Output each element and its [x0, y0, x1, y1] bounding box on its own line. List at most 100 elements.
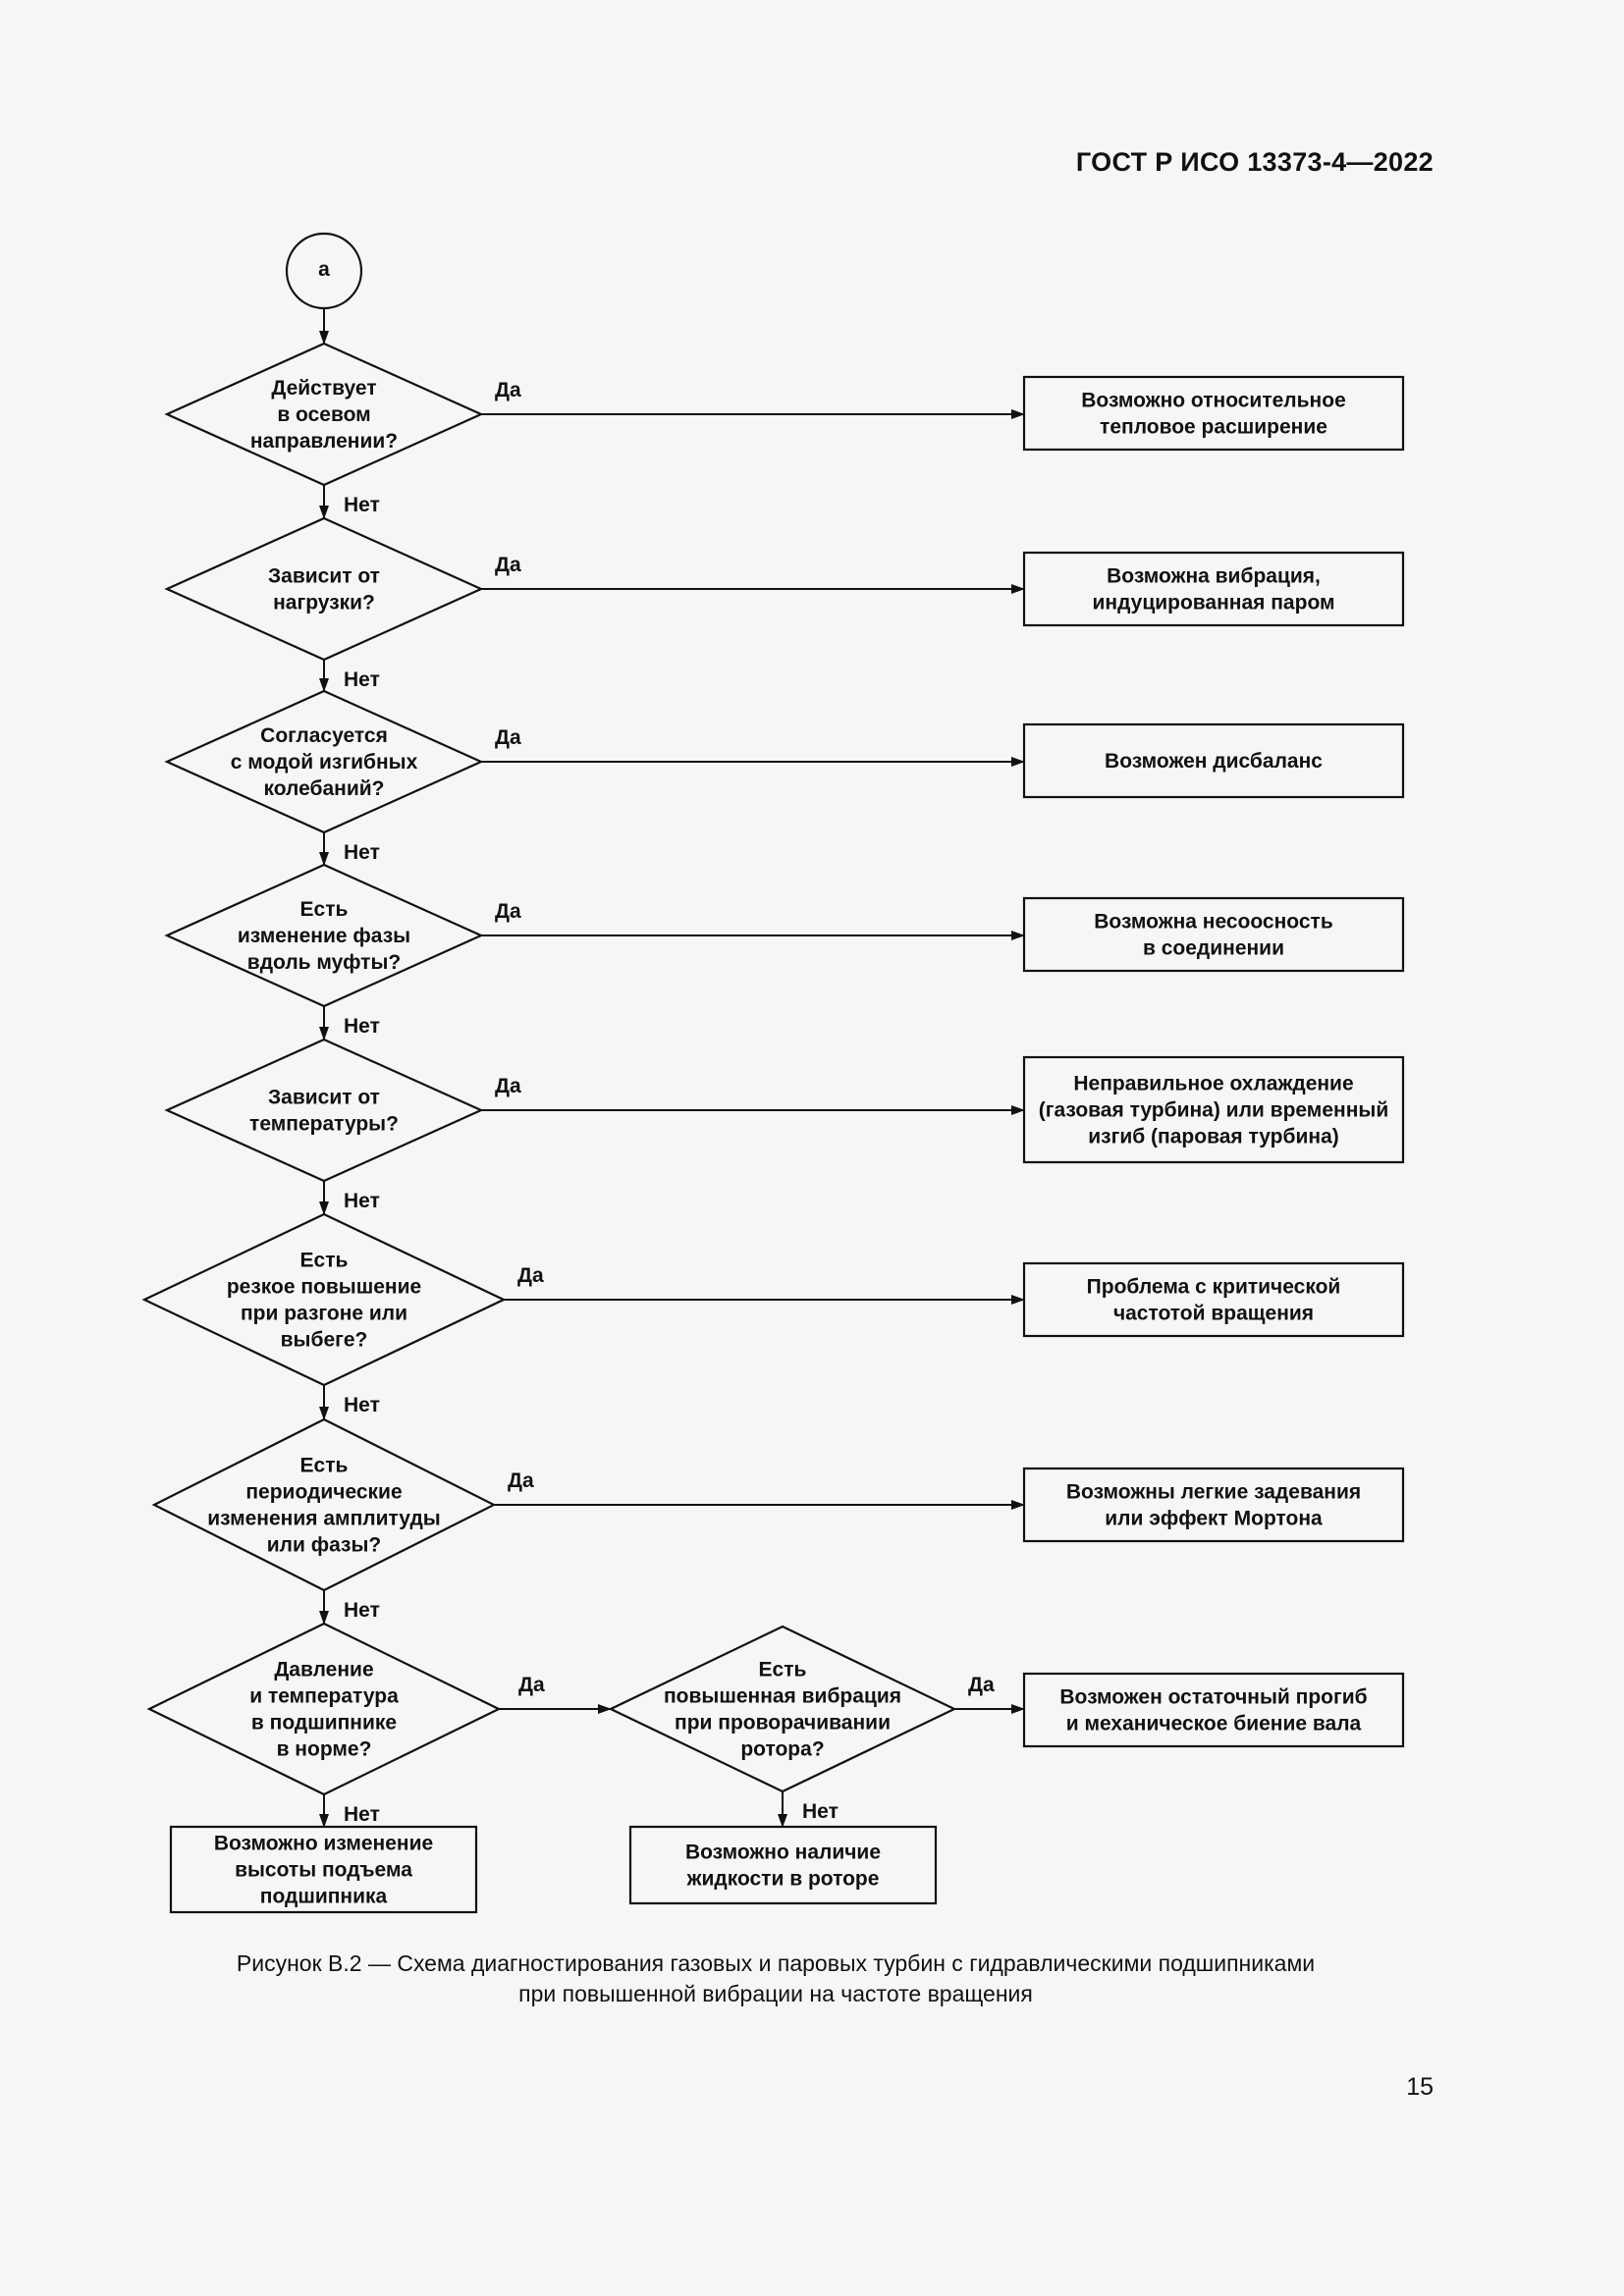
outcome-text-r2: Возможна вибрация, индуцированная паром	[1092, 565, 1334, 614]
decision-q8	[146, 1622, 502, 1796]
decision-text-q1-line: Действует	[271, 377, 376, 400]
decision-text-q8-line: Давление	[274, 1659, 373, 1682]
decision-text-q5: Зависит от температуры?	[249, 1087, 399, 1136]
decision-q3	[164, 689, 484, 834]
decision-q1	[164, 342, 484, 487]
decision-q7	[151, 1417, 497, 1592]
outcome-text-r4-line: Возможна несоосность	[1094, 911, 1333, 934]
outcome-text-r10-line: Возможно наличие	[685, 1842, 881, 1864]
outcome-box-r8	[1022, 1672, 1405, 1748]
decision-q5	[164, 1038, 484, 1183]
decision-text-q8: Давление и температура в подшипнике в норме…	[249, 1659, 399, 1761]
connector-circle	[285, 232, 363, 310]
outcome-box-r2	[1022, 551, 1405, 627]
decision-text-q8-line: в норме?	[277, 1738, 372, 1761]
decision-text-q3-line: колебаний?	[264, 777, 385, 800]
connector-label-line: a	[318, 258, 330, 281]
caption-line-1: Рисунок В.2 — Схема диагностирования газ…	[236, 1950, 1316, 1976]
edge-q1-q2-label: Нет	[344, 494, 380, 516]
decision-q2	[164, 516, 484, 662]
decision-q4	[164, 863, 484, 1008]
decision-text-q1-line: в осевом	[277, 403, 370, 426]
outcome-box-r10	[628, 1825, 938, 1905]
outcome-text-r6-line: Проблема с критической	[1087, 1276, 1341, 1299]
decision-text-q8-line: и температура	[249, 1685, 399, 1708]
decision-text-q4-line: Есть	[300, 898, 349, 921]
edge-q2-r2-label: Да	[495, 554, 521, 576]
edge-q6-r6-label: Да	[517, 1264, 544, 1287]
decision-text-q2-line: Зависит от	[268, 565, 380, 588]
decision-text-q3-line: с модой изгибных	[231, 751, 418, 774]
decision-text-q7-line: Есть	[300, 1455, 349, 1477]
edge-q2-q3-label: Нет	[344, 668, 380, 691]
outcome-text-r5-line: (газовая турбина) или временный	[1039, 1099, 1389, 1122]
edge-q6-q7-label: Нет	[344, 1394, 380, 1416]
outcome-text-r5-line: изгиб (паровая турбина)	[1088, 1126, 1339, 1148]
edge-q9-r8-label: Да	[968, 1674, 995, 1696]
decision-text-q2-line: нагрузки?	[273, 592, 375, 614]
decision-text-q4-line: изменение фазы	[238, 925, 410, 947]
outcome-text-r1-line: тепловое расширение	[1100, 416, 1327, 439]
decision-text-q5-line: Зависит от	[268, 1087, 380, 1109]
outcome-box-r6	[1022, 1261, 1405, 1338]
outcome-box-r1	[1022, 375, 1405, 452]
decision-text-q5-line: температуры?	[249, 1113, 399, 1136]
page-number: 15	[1406, 2073, 1434, 2101]
outcome-text-r7-line: Возможны легкие задевания	[1066, 1481, 1361, 1504]
decision-text-q6-line: при разгоне или	[241, 1303, 407, 1325]
decision-text-q9: Есть повышенная вибрация при проворачивани…	[664, 1659, 901, 1761]
figure-caption: Рисунок В.2 — Схема диагностирования газ…	[137, 1949, 1414, 2009]
decision-text-q7-line: изменения амплитуды	[207, 1508, 440, 1530]
outcome-text-r4: Возможна несоосность в соединении	[1094, 911, 1333, 960]
outcome-text-r4-line: в соединении	[1143, 937, 1284, 960]
outcome-box-r4	[1022, 896, 1405, 973]
decision-q6	[141, 1212, 507, 1387]
outcome-text-r2-line: индуцированная паром	[1092, 592, 1334, 614]
edge-q4-q5-label: Нет	[344, 1015, 380, 1038]
decision-text-q6-line: резкое повышение	[227, 1276, 421, 1299]
connector-label: a	[318, 258, 330, 281]
edge-q5-q6-label: Нет	[344, 1190, 380, 1212]
outcome-box-r9	[169, 1825, 478, 1914]
edge-q9-r10-label: Нет	[802, 1800, 839, 1823]
edge-q8-q9-label: Да	[518, 1674, 545, 1696]
outcome-text-r8-line: Возможен остаточный прогиб	[1059, 1686, 1367, 1709]
decision-text-q9-line: при проворачивании	[675, 1712, 891, 1735]
outcome-text-r9-line: подшипника	[260, 1886, 388, 1908]
outcome-text-r3-line: Возможен дисбаланс	[1105, 750, 1323, 773]
decision-text-q3-line: Согласуется	[260, 724, 388, 747]
decision-text-q4-line: вдоль муфты?	[247, 951, 401, 974]
outcome-text-r3: Возможен дисбаланс	[1105, 750, 1323, 773]
outcome-text-r6-line: частотой вращения	[1113, 1303, 1314, 1325]
decision-q9	[608, 1625, 957, 1793]
decision-text-q7-line: или фазы?	[267, 1534, 382, 1557]
decision-text-q6-line: выбеге?	[281, 1329, 368, 1352]
edge-q8-r9-label: Нет	[344, 1803, 380, 1826]
decision-text-q9-line: Есть	[759, 1659, 807, 1682]
edge-q3-r3-label: Да	[495, 726, 521, 749]
caption-line-2: при повышенной вибрации на частоте враще…	[518, 1981, 1033, 2006]
outcome-text-r7-line: или эффект Мортона	[1105, 1508, 1323, 1530]
outcome-box-r7	[1022, 1467, 1405, 1543]
decision-text-q9-line: повышенная вибрация	[664, 1685, 901, 1708]
outcome-text-r5: Неправильное охлаждение(газовая турбина)…	[1039, 1073, 1389, 1148]
outcome-text-r9-line: Возможно изменение	[214, 1833, 433, 1855]
outcome-text-r8: Возможен остаточный прогиб и механическое…	[1059, 1686, 1367, 1735]
outcome-text-r7: Возможны легкие задевания или эффект Морт…	[1066, 1481, 1361, 1530]
outcome-text-r9: Возможно изменение высоты подъема подшипни…	[214, 1833, 433, 1908]
outcome-text-r10: Возможно наличие жидкости в роторе	[685, 1842, 881, 1891]
outcome-text-r2-line: Возможна вибрация,	[1107, 565, 1321, 588]
document-header: ГОСТ Р ИСО 13373-4—2022	[1075, 147, 1434, 177]
decision-text-q3: Согласуется с модой изгибных колебаний?	[231, 724, 418, 800]
outcome-text-r9-line: высоты подъема	[235, 1859, 412, 1882]
decision-text-q2: Зависит от нагрузки?	[268, 565, 380, 614]
decision-text-q8-line: в подшипнике	[251, 1712, 397, 1735]
outcome-box-r5	[1022, 1055, 1405, 1164]
outcome-box-r3	[1022, 722, 1405, 799]
outcome-text-r10-line: жидкости в роторе	[686, 1868, 880, 1891]
outcome-text-r8-line: и механическое биение вала	[1066, 1713, 1362, 1735]
